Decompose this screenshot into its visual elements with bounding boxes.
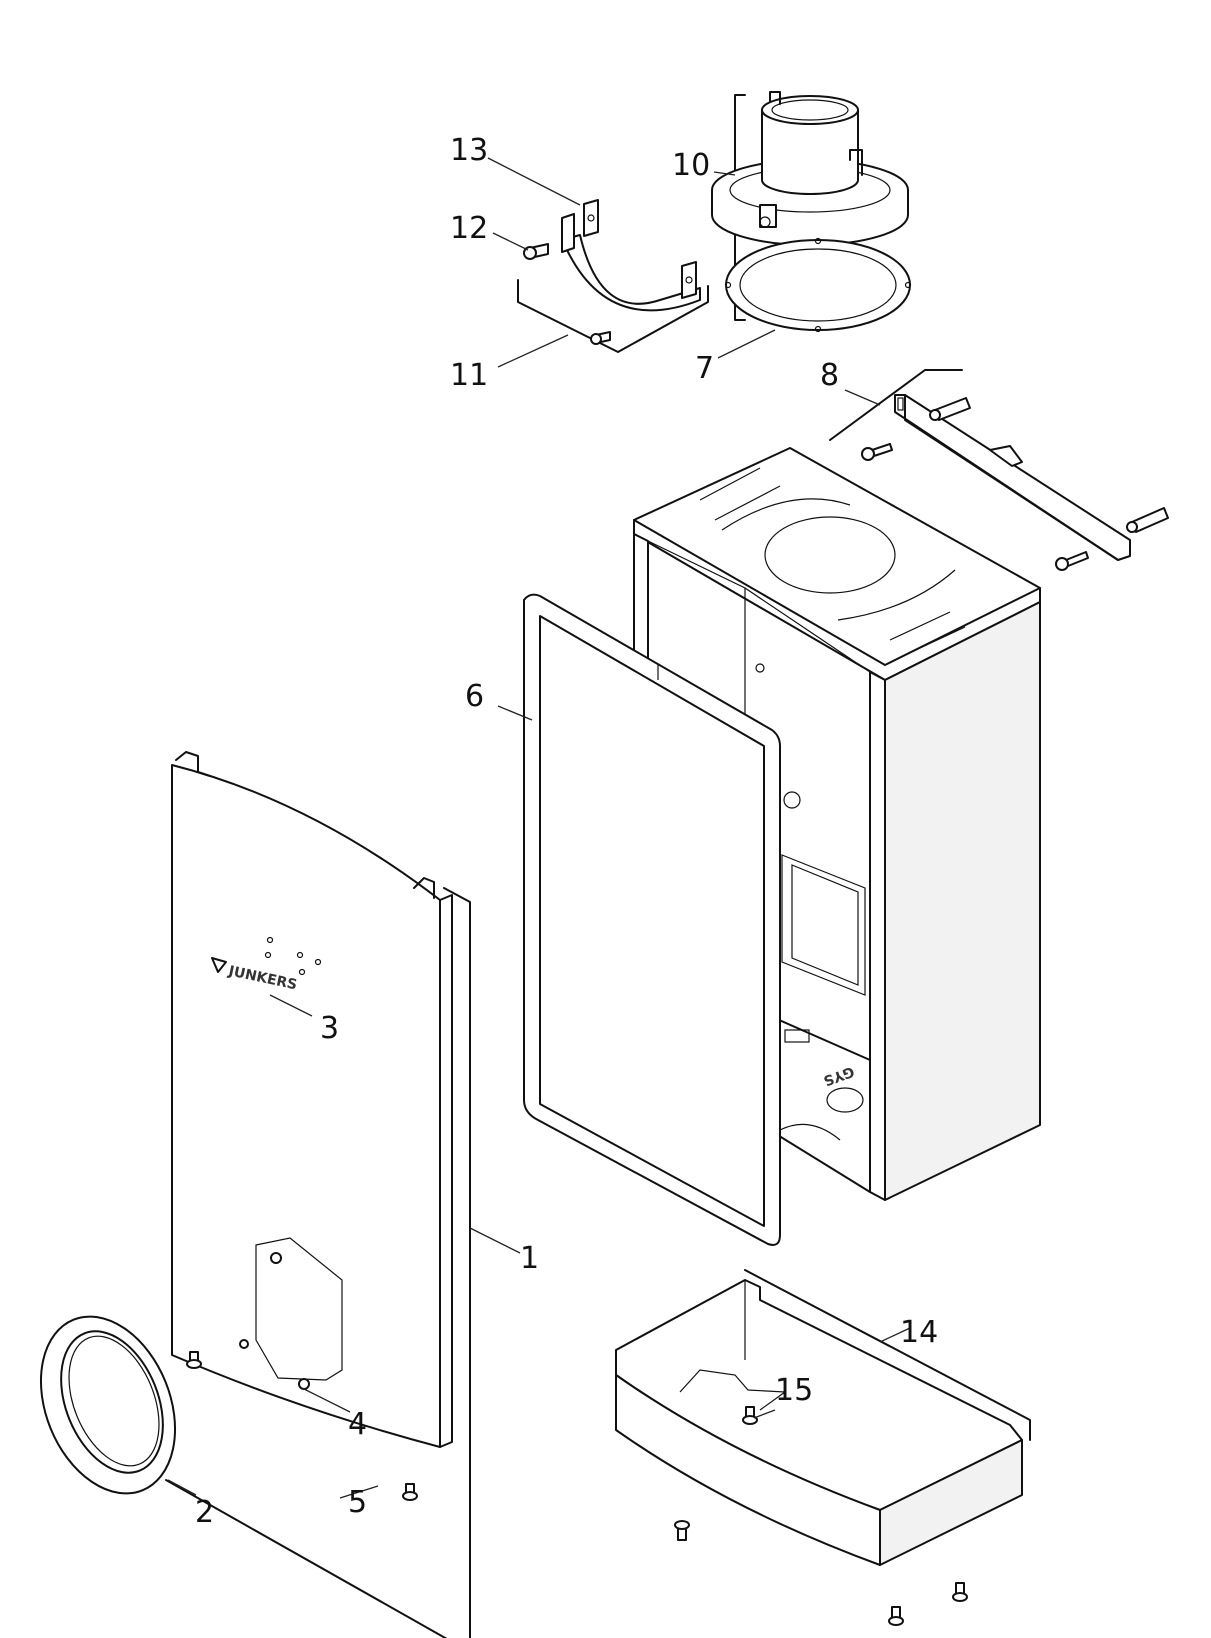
frame-seal-part-6 (523, 593, 781, 1246)
label-14: 14 (900, 1315, 938, 1350)
label-3: 3 (320, 1011, 339, 1046)
leader-lines (167, 157, 911, 1499)
wall-plug-upper (929, 397, 971, 421)
label-4: 4 (348, 1407, 367, 1442)
label-5: 5 (348, 1485, 367, 1520)
screw-lower (1055, 551, 1089, 571)
screw-part-5 (186, 1351, 418, 1501)
label-2: 2 (195, 1495, 214, 1530)
part-number-labels: 13 12 11 10 7 8 6 3 1 4 5 2 14 15 (195, 133, 938, 1530)
pipe-clamp-part-11 (517, 199, 709, 353)
screw-upper (861, 443, 893, 461)
flue-adaptor-part-10 (711, 91, 909, 321)
label-8: 8 (820, 358, 839, 393)
screw-part-12 (523, 243, 549, 260)
label-15: 15 (775, 1373, 813, 1408)
mounting-rail-part-8 (829, 369, 1169, 571)
label-1: 1 (520, 1241, 539, 1276)
flue-ring-part-2 (39, 1315, 177, 1495)
screw-part-4 (239, 1252, 310, 1390)
label-11: 11 (450, 358, 488, 393)
main-casing: GYS (633, 447, 1041, 1201)
screw-part-15 (742, 1406, 758, 1425)
front-cover-part-1: JUNKERS (165, 751, 471, 1638)
label-10: 10 (672, 148, 710, 183)
bottom-cover-part-14 (615, 1269, 1031, 1626)
label-12: 12 (450, 211, 488, 246)
label-6: 6 (465, 679, 484, 714)
label-7: 7 (695, 351, 714, 386)
gasket-part-7 (724, 237, 912, 333)
wall-plug-lower (1126, 507, 1169, 533)
label-13: 13 (450, 133, 488, 168)
